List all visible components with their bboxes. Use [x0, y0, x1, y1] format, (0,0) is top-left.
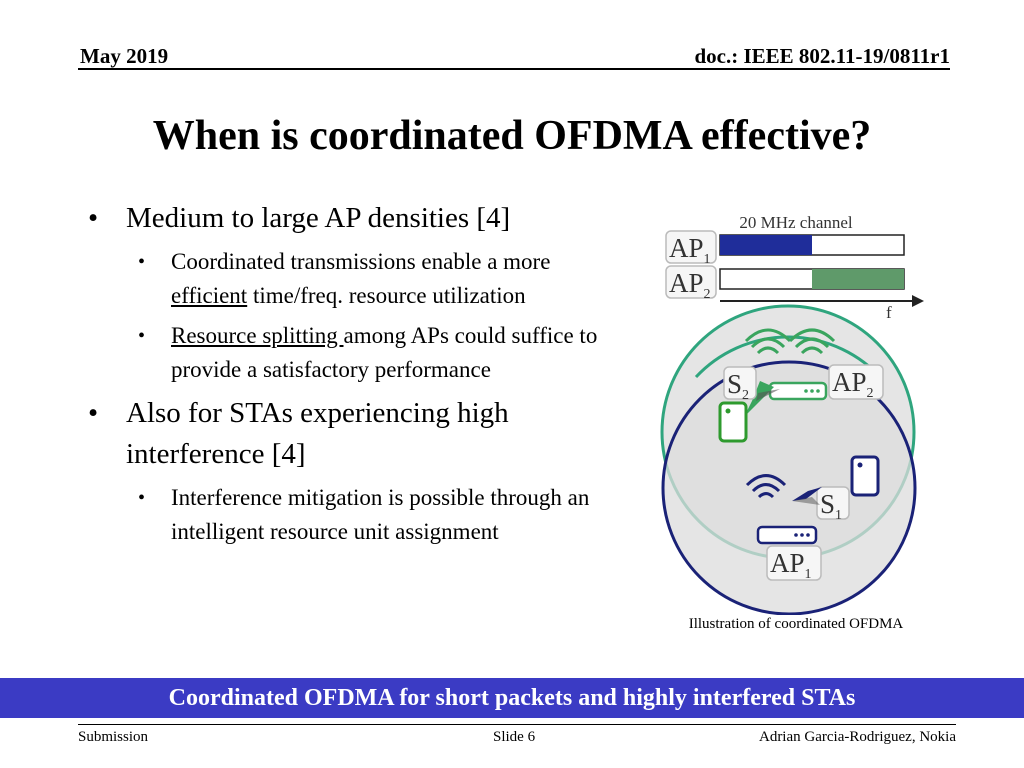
- svg-text:AP2: AP2: [832, 367, 874, 401]
- underlined-text: Resource splitting: [171, 323, 344, 348]
- ap2-subscript: 2: [867, 386, 874, 401]
- ap1-band-fill: [720, 235, 812, 255]
- frequency-label: f: [886, 303, 892, 322]
- ap1-router-icon: [745, 474, 818, 545]
- svg-text:AP2: AP2: [669, 268, 711, 302]
- ap1-channel-label: AP1: [665, 230, 717, 267]
- svg-text:AP1: AP1: [770, 548, 812, 582]
- slide-title: When is coordinated OFDMA effective?: [152, 113, 872, 159]
- ap-letters: AP: [669, 233, 704, 263]
- frequency-arrow-icon: [912, 295, 924, 307]
- ap2-subscript: 2: [704, 287, 711, 302]
- footer-slide-number: Slide 6: [493, 729, 536, 745]
- svg-text:S2: S2: [727, 369, 749, 403]
- ap1-beam-icon: [792, 487, 822, 501]
- sub-bullet-text: time/freq. resource utilization: [247, 283, 526, 308]
- footer-submission: Submission: [78, 729, 149, 745]
- header-date: May 2019: [80, 44, 169, 68]
- ap2-router-icon: [744, 328, 836, 401]
- ap2-label: AP2: [828, 364, 884, 401]
- channel-label: 20 MHz channel: [739, 213, 853, 232]
- sub-bullet-mitigation: Interference mitigation is possible thro…: [84, 481, 604, 549]
- ap-letters: AP: [770, 548, 805, 578]
- sub-bullet-text: among APs could suffice to provide a sat…: [171, 323, 598, 382]
- s1-device-icon: [850, 455, 880, 497]
- ap2-coverage-arc: [694, 335, 884, 381]
- sub-bullet-splitting: Resource splitting among APs could suffi…: [84, 319, 604, 387]
- ap2-beam-shadow: [756, 389, 780, 401]
- header-divider: [78, 68, 950, 70]
- ap1-beam-shadow: [792, 497, 820, 505]
- footer-author: Adrian Garcia-Rodriguez, Nokia: [758, 729, 956, 745]
- svg-text:AP1: AP1: [669, 233, 711, 267]
- s2-subscript: 2: [742, 388, 749, 403]
- sta-letter: S: [820, 489, 835, 519]
- bullet-ap-density: Medium to large AP densities [4]: [84, 198, 604, 239]
- ap-letters: AP: [669, 268, 704, 298]
- footer-divider: [78, 724, 956, 725]
- s2-device-icon: [718, 401, 748, 443]
- ap1-subscript: 1: [704, 252, 711, 267]
- svg-text:S1: S1: [820, 489, 842, 523]
- bullet-list: Medium to large AP densities [4] Coordin…: [84, 192, 604, 549]
- sub-bullet-text: Interference mitigation is possible thro…: [171, 485, 590, 544]
- sub-bullet-efficient: Coordinated transmissions enable a more …: [84, 245, 604, 313]
- figure-caption: Illustration of coordinated OFDMA: [688, 616, 904, 632]
- ap-letters: AP: [832, 367, 867, 397]
- ap2-band-fill: [812, 269, 904, 289]
- underlined-text: efficient: [171, 283, 248, 308]
- sta-letter: S: [727, 369, 742, 399]
- ap1-subscript: 1: [805, 567, 812, 582]
- ap1-label: AP1: [766, 545, 822, 582]
- s2-label: S2: [723, 366, 757, 403]
- s1-subscript: 1: [835, 508, 842, 523]
- bullet-interference: Also for STAs experiencing high interfer…: [84, 393, 604, 475]
- s1-label: S1: [816, 486, 850, 523]
- ap2-channel-label: AP2: [665, 265, 717, 302]
- summary-banner: Coordinated OFDMA for short packets and …: [0, 678, 1024, 718]
- ofdma-illustration: 20 MHz channel AP1 AP2 f AP2: [660, 213, 924, 615]
- header-doc-id: doc.: IEEE 802.11-19/0811r1: [694, 44, 950, 68]
- sub-bullet-text: Coordinated transmissions enable a more: [171, 249, 551, 274]
